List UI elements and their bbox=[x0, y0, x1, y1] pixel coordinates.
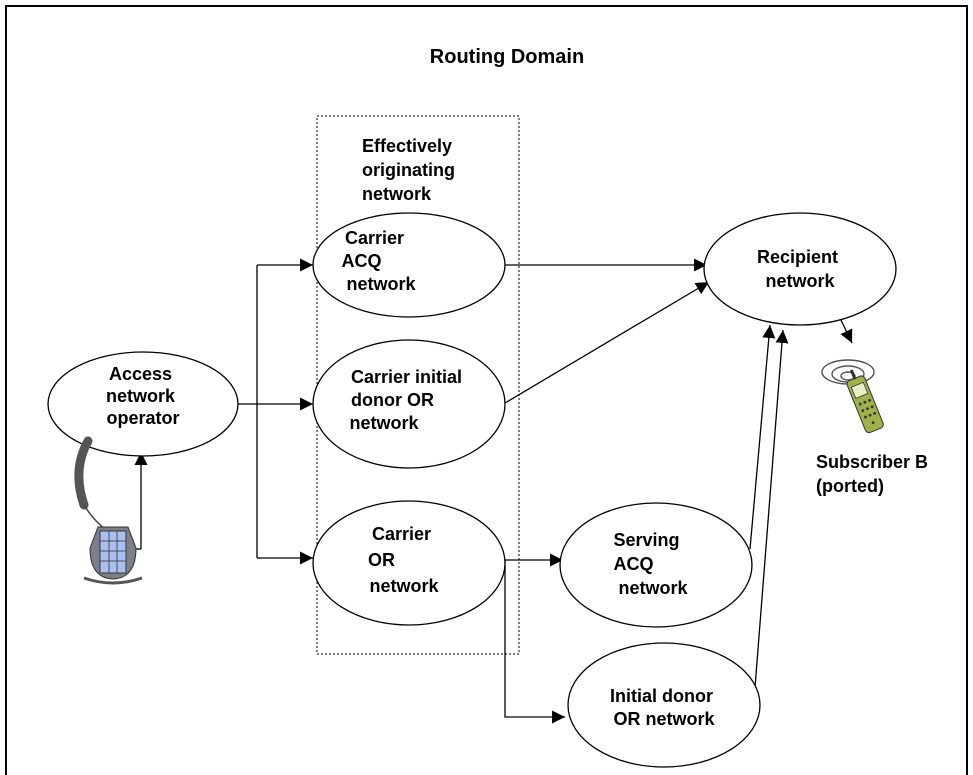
svg-text:Carrier ACQ networ: Carrier ACQ network bbox=[341, 228, 416, 294]
node-serving-acq-network: Serving ACQ network bbox=[559, 502, 753, 628]
node-recipient-network: Recipient network bbox=[703, 212, 897, 326]
svg-text:Recipient network: Recipient network bbox=[757, 247, 843, 291]
desk-phone-icon bbox=[74, 436, 143, 585]
svg-text:Carrier OR network: Carrier OR network bbox=[368, 524, 440, 596]
arrow-recipient-to-subscriber bbox=[839, 317, 853, 344]
arrow-initial-donor-to-recipient bbox=[504, 281, 710, 404]
arrow-initial-donor-or-to-recipient bbox=[752, 329, 789, 714]
node-access-network-operator: Access network operator bbox=[47, 351, 239, 457]
effectively-originating-box bbox=[316, 115, 520, 655]
connectors bbox=[132, 258, 853, 724]
outer-frame bbox=[5, 5, 968, 775]
svg-text:Access network ope: Access network operator bbox=[106, 364, 180, 428]
arrow-carrier-or-to-initial-donor-or bbox=[504, 560, 565, 724]
node-carrier-acq-network: Carrier ACQ network bbox=[312, 212, 506, 318]
diagram-title: Routing Domain bbox=[430, 46, 584, 68]
subscriber-label: Subscriber B (ported) bbox=[816, 452, 933, 496]
mobile-phone-icon bbox=[821, 359, 884, 434]
svg-text:Carrier initial donor OR: Carrier initial donor OR network bbox=[349, 367, 467, 433]
svg-text:Initial donor OR network: Initial donor OR network bbox=[610, 686, 718, 729]
node-carrier-initial-donor-or-network: Carrier initial donor OR network bbox=[312, 339, 506, 469]
node-carrier-or-network: Carrier OR network bbox=[312, 500, 506, 626]
node-initial-donor-or-network: Initial donor OR network bbox=[567, 642, 761, 768]
svg-text:Serving ACQ networ: Serving ACQ network bbox=[613, 530, 688, 598]
arrow-serving-acq-to-recipient bbox=[749, 324, 776, 550]
box-label: Effectively originating network bbox=[362, 136, 460, 204]
